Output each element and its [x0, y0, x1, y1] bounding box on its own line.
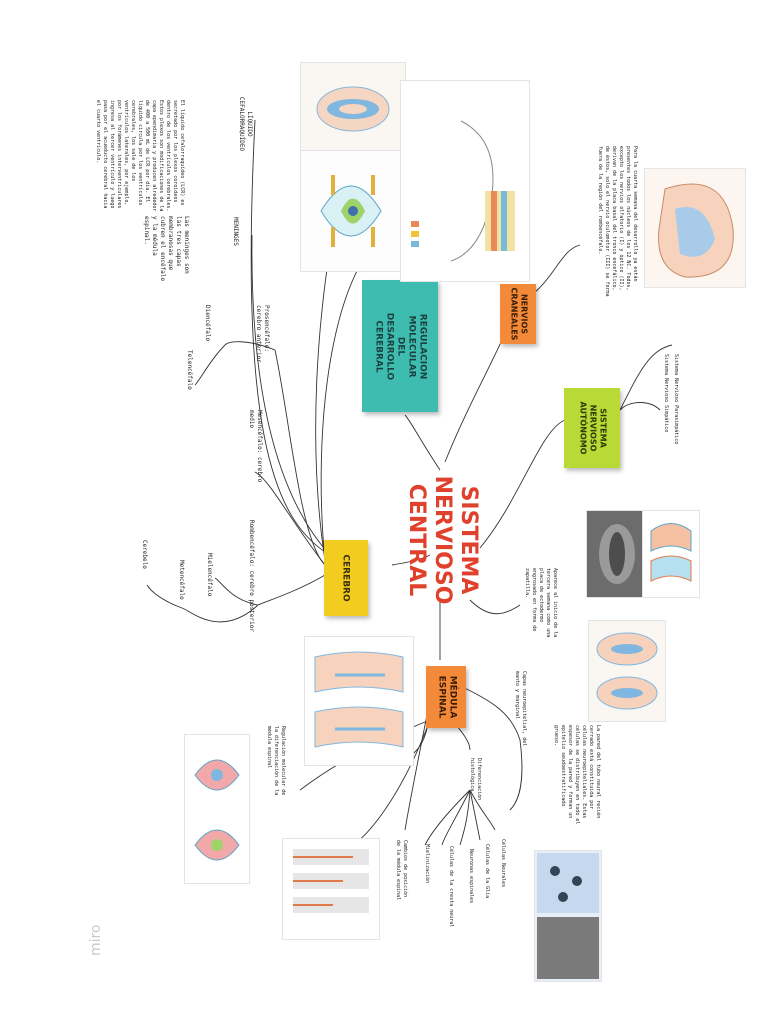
nervios-brain-figure [644, 168, 746, 288]
regulacion-box[interactable]: REGULACION MOLECULAR DEL DESARROLLO CERE… [362, 280, 438, 412]
medula-embryo-figure [304, 636, 414, 766]
parasimpatico-label: Sistema Nervioso Parasimpático [673, 354, 679, 445]
nervios-craneales-text: Para la cuarta semana del desarrollo ya … [597, 146, 638, 297]
diencefalo-label: Diencéfalo [204, 305, 211, 342]
central-title-text: SISTEMA NERVIOSO CENTRAL [404, 475, 481, 605]
rombencefalo-label: Rombencéfalo: cerebro posterior [248, 520, 255, 632]
mielencefalo-label: Mielencéfalo [206, 553, 213, 597]
item-cresta-neural: Células de la cresta neural [448, 846, 454, 928]
miro-watermark: miro [88, 924, 104, 956]
telencefalo-label: Telencéfalo [186, 350, 193, 390]
placa-note: Aparece al inicio de la tercera semana c… [524, 568, 558, 638]
capas-body: La pared del tubo neural recién cerrado … [553, 725, 601, 825]
diferenciacion-label: Diferenciación histológica [469, 758, 482, 801]
sistema-autonomo-box[interactable]: SISTEMA NERVIOSO AUTÓNOMO [564, 388, 620, 468]
central-title: SISTEMA NERVIOSO CENTRAL [352, 476, 532, 605]
spinal-cord-sections-figure [184, 734, 250, 884]
item-celulas-neurales: Células Neurales [500, 839, 506, 888]
medula-espinal-box[interactable]: MÉDULA ESPINAL [426, 666, 466, 728]
item-neuronas-espinales: Neuronas espinales [468, 849, 474, 904]
item-mielinizacion: Mielinización [424, 844, 430, 884]
neural-tube-figure [588, 620, 666, 722]
brain-ventricles-figure [300, 62, 406, 152]
neural-plate-photo [586, 510, 644, 598]
mesencefalo-label: Mesencéfalo: cerebro medio [248, 410, 263, 483]
liquido-label: LÍQUIDO CEFALORRAQUÍDEO [238, 96, 253, 152]
sistema-autonomo-label: SISTEMA NERVIOSO AUTÓNOMO [578, 401, 607, 455]
cerebelo-label: Cerebelo [141, 540, 148, 569]
capas-label: Capas neuroepitelial, del manto y margin… [514, 671, 527, 747]
item-celulas-glia: Células de la Glía [484, 844, 490, 899]
cranial-nerves-figure [400, 80, 530, 282]
meninges-body: Las meninges son las tres capas membrano… [143, 216, 190, 282]
simpatico-label: Sistema Nervioso Simpático [663, 354, 669, 433]
meninges-label: MENINGES [232, 217, 239, 246]
prosencefalo-label: Prosencéfalo: cerebro anterior [255, 305, 270, 363]
nervios-craneales-box[interactable]: NERVIOS CRANEALES [500, 284, 536, 344]
cerebro-box[interactable]: CEREBRO [324, 540, 368, 616]
cerebro-label: CEREBRO [341, 554, 351, 602]
cambios-label: Cambios de posición de la médula espinal [395, 840, 408, 901]
histology-figure [534, 850, 602, 982]
spinal-position-figure [282, 838, 380, 940]
medula-espinal-label: MÉDULA ESPINAL [436, 675, 457, 719]
metencefalo-label: Metencéfalo [178, 560, 185, 600]
nervios-craneales-label: NERVIOS CRANEALES [509, 287, 528, 341]
spinal-cord-cross-figure [300, 150, 406, 272]
neural-plate-diagram [642, 510, 700, 598]
regulacion-label: REGULACION MOLECULAR DEL DESARROLLO CERE… [373, 312, 428, 380]
regulacion-medula-label: Regulación molecular de la diferenciació… [266, 726, 286, 796]
